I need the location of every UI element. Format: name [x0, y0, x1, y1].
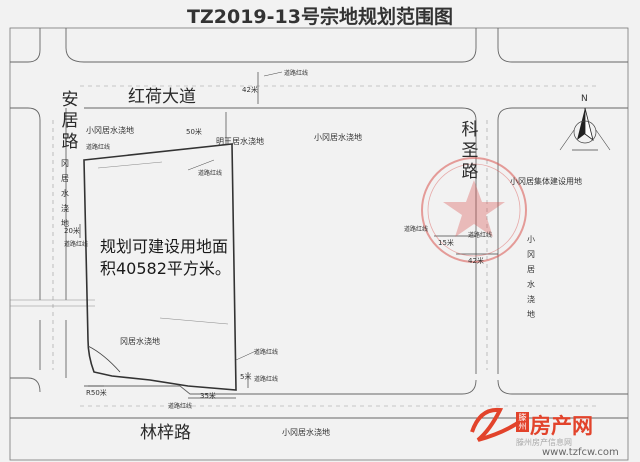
- road-kesheng-label: 科圣路: [461, 120, 479, 182]
- dim-42-top: 42米: [242, 86, 258, 94]
- parcel-area-label-line2: 积40582平方米。: [100, 259, 231, 278]
- dim-15: 15米: [438, 239, 454, 247]
- label-red-line-2: 道路红线: [86, 144, 111, 151]
- dimension-marks: [79, 71, 498, 399]
- label-xiaogang-bottom: 小冈居水浇地: [282, 428, 330, 437]
- north-arrow-icon: [559, 107, 611, 151]
- dim-50: 50米: [186, 128, 202, 136]
- dim-r50: R50米: [86, 389, 107, 397]
- map-frame: [9, 27, 629, 461]
- label-xiaogang-water-top: 小冈居水浇地: [86, 126, 134, 135]
- label-xiaogang-right-vertical: 小冈居水浇地: [527, 235, 535, 319]
- map-title: TZ2019-13号宗地规划范围图: [187, 6, 453, 28]
- label-red-line-5: 道路红线: [404, 226, 429, 233]
- north-label: N: [581, 94, 588, 104]
- watermark-logo-icon: [470, 407, 524, 442]
- label-collective-land: 小冈居集体建设用地: [510, 177, 582, 186]
- road-lines: [10, 28, 628, 419]
- label-red-line-4: 道路红线: [64, 241, 89, 248]
- label-red-line-1: 道路红线: [284, 70, 309, 77]
- stamp-seal-icon: [421, 157, 527, 263]
- watermark-url: www.tzfcw.com: [542, 447, 619, 458]
- watermark-faded-text: 滕州房产信息网: [516, 438, 572, 447]
- road-honghe-label: 红荷大道: [128, 87, 196, 107]
- label-xiaogang-water-1: 小冈居水浇地: [314, 133, 362, 142]
- dim-35: 35米: [200, 392, 216, 400]
- label-red-line-7: 道路红线: [254, 349, 279, 356]
- label-xiaogang-water-inner: 冈居水浇地: [120, 337, 160, 346]
- label-red-line-6: 道路红线: [468, 232, 493, 239]
- dim-5: 5米: [240, 373, 252, 381]
- corner-curve: [87, 345, 121, 373]
- label-red-line-3: 道路红线: [198, 170, 223, 177]
- parcel-boundary: [83, 143, 237, 391]
- watermark-brand: 房产网: [530, 414, 593, 438]
- dim-42-right: 42米: [468, 257, 484, 265]
- label-red-line-9: 道路红线: [254, 376, 279, 383]
- dim-20: 20米: [64, 227, 80, 235]
- label-mingwang-water: 明王居水浇地: [216, 137, 264, 146]
- label-red-line-8: 道路红线: [168, 403, 193, 410]
- parcel-area-label-line1: 规划可建设用地面: [100, 237, 229, 256]
- road-linzi-label: 林梓路: [140, 423, 191, 443]
- road-anju-label: 安居路: [61, 90, 79, 152]
- label-left-vertical: 冈居水浇地: [61, 159, 69, 228]
- watermark-city: 滕州: [516, 412, 529, 432]
